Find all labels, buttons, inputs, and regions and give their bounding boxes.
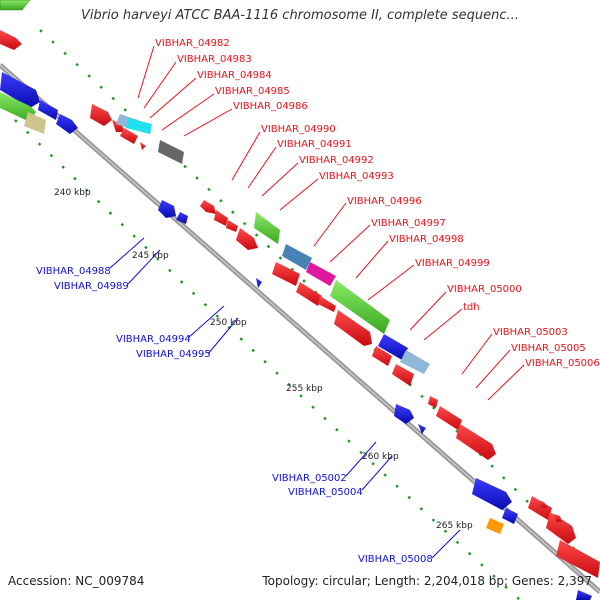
topology-text: Topology: circular; Length: 2,204,018 bp… [262,574,592,588]
features-reverse [158,200,592,600]
gene-label: VIBHAR_04995 [136,349,211,360]
gene-label: VIBHAR_04996 [347,196,422,207]
accession-text: Accession: NC_009784 [8,574,145,588]
gene-label: VIBHAR_05000 [447,284,522,295]
tick-label: 240 kbp [54,188,91,198]
feature-blue-2 [38,100,58,120]
gene-label: VIBHAR_04983 [177,54,252,65]
gene-label: VIBHAR_04989 [54,281,129,292]
reverse-gene-label-texts: VIBHAR_04988 VIBHAR_04989 VIBHAR_04994 V… [36,266,433,565]
gene-label: VIBHAR_04994 [116,334,191,345]
gene-label: VIBHAR_04986 [233,101,308,112]
reverse-gene-labels [109,237,461,559]
gene-label: VIBHAR_04982 [155,38,230,49]
tick-label: 255 kbp [286,384,323,394]
forward-gene-label-texts: VIBHAR_04982 VIBHAR_04983 VIBHAR_04984 V… [155,38,600,369]
tick-labels: 240 kbp 245 kbp 250 kbp 255 kbp 260 kbp … [54,188,473,531]
map-title: Vibrio harveyi ATCC BAA-1116 chromosome … [81,8,519,23]
tick-label: 260 kbp [362,452,399,462]
gene-label: VIBHAR_05003 [493,327,568,338]
gene-label: VIBHAR_04992 [299,155,374,166]
gene-label: VIBHAR_04999 [415,258,490,269]
forward-gene-labels [137,45,525,401]
gene-label: VIBHAR_05006 [525,358,600,369]
feature-khaki [24,112,46,134]
gene-label: tdh [463,302,480,313]
feature-green-2 [0,92,36,122]
gene-label: VIBHAR_05008 [358,554,433,565]
feature-blue-3 [56,114,78,134]
gene-label: VIBHAR_04984 [197,70,272,81]
gene-label: VIBHAR_05002 [272,473,347,484]
gene-label: VIBHAR_05005 [511,343,586,354]
feature-green-topleft [0,0,31,11]
feature-red-topleft [0,30,22,50]
gene-label: VIBHAR_04997 [371,218,446,229]
gene-label: VIBHAR_05004 [288,487,363,498]
gene-label: VIBHAR_04988 [36,266,111,277]
gene-label: VIBHAR_04990 [261,124,336,135]
tick-label: 250 kbp [210,318,247,328]
gene-label: VIBHAR_04998 [389,234,464,245]
gene-label: VIBHAR_04985 [215,86,290,97]
gene-label: VIBHAR_04991 [277,139,352,150]
feature-blue-1 [0,72,40,108]
feature-group-topleft [0,0,78,134]
tick-label: 245 kbp [132,251,169,261]
gene-label: VIBHAR_04993 [319,171,394,182]
features-forward [90,104,600,578]
tick-label: 265 kbp [436,521,473,531]
